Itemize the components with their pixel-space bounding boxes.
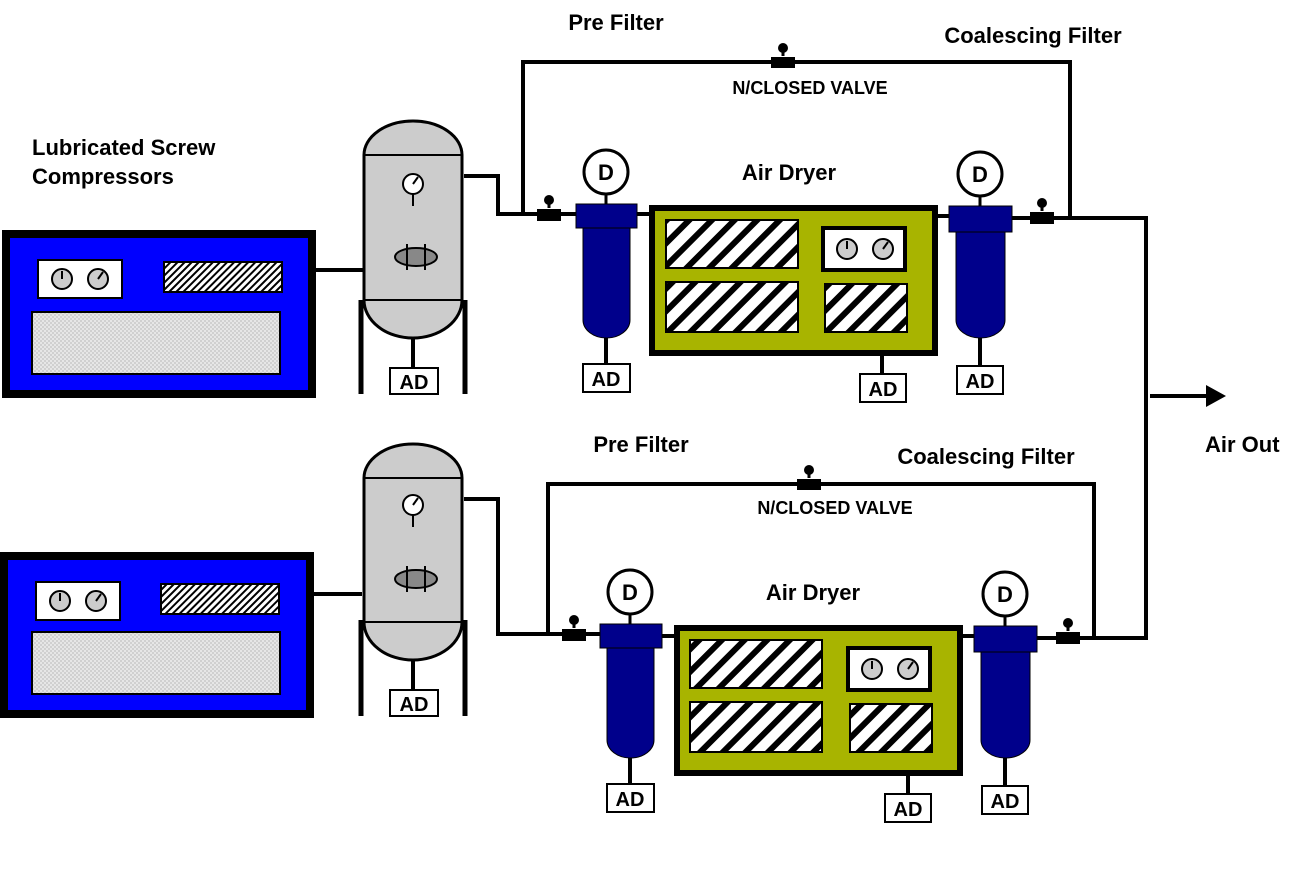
auto-drain-label: AD (400, 694, 429, 716)
filter-bowl (582, 227, 631, 339)
hatch-panel-icon (665, 219, 799, 269)
valve-icon (797, 465, 821, 490)
pre-filter-label: Pre Filter (593, 432, 689, 457)
auto-drain (884, 793, 932, 823)
auto-drain-label: AD (616, 789, 645, 811)
receiver-tank-body (362, 442, 464, 662)
pipe (464, 497, 604, 636)
auto-drain (389, 689, 439, 717)
valve-icon (1030, 198, 1054, 224)
hatch-panel-icon (689, 639, 823, 689)
auto-drain-label: AD (966, 371, 995, 393)
diff-gauge-label: D (997, 582, 1013, 607)
auto-drain-label: AD (894, 799, 923, 821)
filter-bowl (606, 647, 655, 759)
pre-filter-label: Pre Filter (568, 10, 664, 35)
pressure-gauge-icon (872, 238, 894, 260)
filter-head (599, 623, 663, 649)
sight-glass-icon (394, 244, 438, 270)
diff-pressure-gauge (981, 570, 1029, 618)
compressor-vent-panel (31, 631, 281, 695)
auto-drain (389, 367, 439, 395)
receiver-tank-body (362, 119, 464, 340)
auto-drain (606, 783, 655, 813)
valve-icon (1056, 618, 1080, 644)
pressure-gauge-icon (49, 590, 71, 612)
pressure-gauge-icon (897, 658, 919, 680)
compressor-top (2, 230, 316, 398)
valve-icon (771, 43, 795, 68)
pressure-gauge-icon (85, 590, 107, 612)
auto-drain (859, 373, 907, 403)
diff-gauge-label: D (622, 580, 638, 605)
filter-head (575, 203, 638, 229)
hatch-panel-icon (824, 283, 908, 333)
pressure-gauge-icon (861, 658, 883, 680)
hatch-panel-icon (689, 701, 823, 753)
air-dryer-label: Air Dryer (742, 160, 837, 185)
auto-drain (956, 365, 1004, 395)
pre-filter-bottom: D AD (599, 568, 663, 813)
compressor-bottom (0, 552, 314, 718)
compressor-vent-panel (31, 311, 281, 375)
receiver-tank-bottom: AD (358, 442, 468, 717)
coalescing-filter-label: Coalescing Filter (897, 444, 1075, 469)
pressure-gauge-icon (402, 173, 424, 206)
auto-drain-label: AD (869, 379, 898, 401)
pressure-gauge-icon (51, 268, 73, 290)
auto-drain-label: AD (991, 791, 1020, 813)
coalescing-filter-bottom: D AD (973, 570, 1038, 815)
diff-pressure-gauge (956, 150, 1004, 198)
hatch-panel-icon (849, 703, 933, 753)
diff-pressure-gauge (606, 568, 654, 616)
auto-drain (582, 363, 631, 393)
filter-head (948, 205, 1013, 233)
air-dryer-top: AD (649, 205, 938, 403)
output-header-pipe (1064, 216, 1148, 640)
auto-drain (981, 785, 1029, 815)
filter-bowl (980, 651, 1031, 759)
air-dryer-label: Air Dryer (766, 580, 861, 605)
train-top: AD N/CLOSED VALVE Pre Filter D A (2, 10, 1122, 403)
valve-label: N/CLOSED VALVE (757, 498, 912, 518)
auto-drain-label: AD (400, 372, 429, 394)
diff-pressure-gauge (582, 148, 630, 196)
train-bottom: AD N/CLOSED VALVE Pre Filter D AD Ai (0, 432, 1096, 823)
air-dryer-bottom: AD (674, 625, 963, 823)
filter-bowl (955, 231, 1006, 339)
compressors-label-line1: Lubricated Screw (32, 135, 216, 160)
pressure-gauge-icon (402, 494, 424, 527)
arrow-right-icon (1206, 385, 1226, 407)
bypass-pipe (521, 60, 1072, 218)
diff-gauge-label: D (598, 160, 614, 185)
coalescing-filter-top: D AD (948, 150, 1013, 395)
valve-icon (562, 615, 586, 641)
sight-glass-icon (394, 566, 438, 592)
auto-drain-label: AD (592, 369, 621, 391)
hatch-panel-icon (665, 281, 799, 333)
pressure-gauge-icon (87, 268, 109, 290)
air-out-label: Air Out (1205, 432, 1280, 457)
compressor-gauge-panel (35, 581, 121, 621)
pre-filter-top: D AD (575, 148, 638, 393)
coalescing-filter-label: Coalescing Filter (944, 23, 1122, 48)
receiver-tank-top: AD (358, 119, 468, 395)
compressors-label-line2: Compressors (32, 164, 174, 189)
hatch-panel-icon (160, 583, 280, 615)
valve-icon (537, 195, 561, 221)
hatch-panel-icon (163, 261, 283, 293)
compressor-gauge-panel (37, 259, 123, 299)
valve-label: N/CLOSED VALVE (732, 78, 887, 98)
diff-gauge-label: D (972, 162, 988, 187)
pressure-gauge-icon (836, 238, 858, 260)
filter-head (973, 625, 1038, 653)
